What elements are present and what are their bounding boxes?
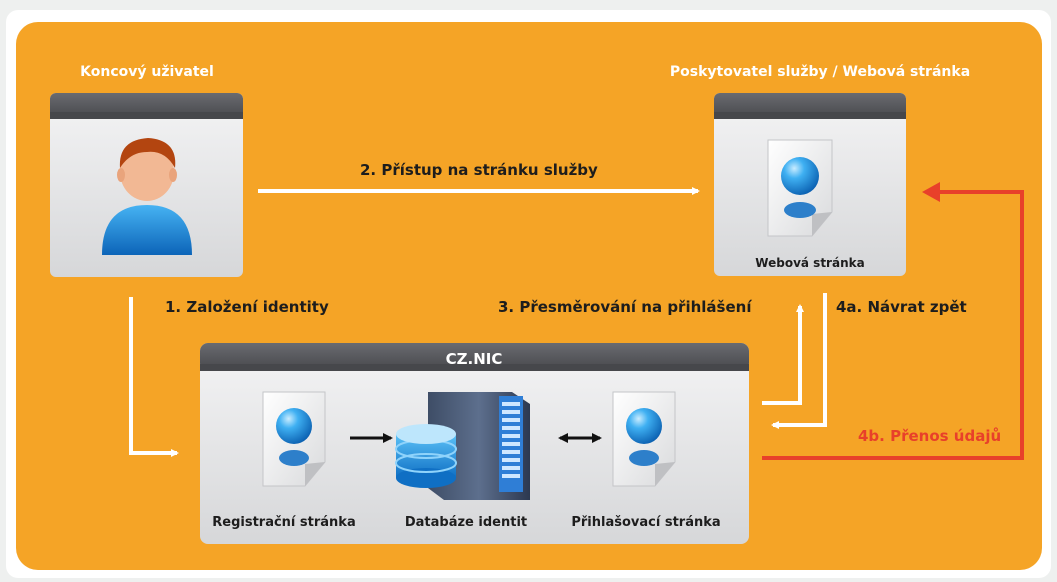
cznic-title: CZ.NIC <box>446 350 503 368</box>
registration-page-label: Registrační stránka <box>212 515 355 530</box>
step1-arrow <box>129 297 179 457</box>
step3-label: 3. Přesměrování na přihlášení <box>498 298 752 316</box>
database-server-icon <box>395 392 530 500</box>
step4b-arrowhead <box>922 182 940 202</box>
provider-window <box>714 93 906 276</box>
step2-label: 2. Přístup na stránku služby <box>360 161 598 179</box>
step3-arrow <box>762 304 804 405</box>
registration-page-icon <box>262 391 326 487</box>
end-user-window <box>50 93 243 277</box>
step1-label: 1. Založení identity <box>165 298 329 316</box>
end-user-label: Koncový uživatel <box>80 64 214 80</box>
provider-label: Poskytovatel služby / Webová stránka <box>670 64 970 80</box>
login-page-icon <box>612 391 676 487</box>
step4b-label: 4b. Přenos údajů <box>858 427 1001 445</box>
step4b-arrow <box>762 190 1024 460</box>
step4a-label: 4a. Návrat zpět <box>836 298 967 316</box>
login-page-label: Přihlašovací stránka <box>571 515 720 530</box>
provider-page-label: Webová stránka <box>755 256 864 270</box>
cznic-window <box>200 343 749 544</box>
identity-db-label: Databáze identit <box>405 515 527 530</box>
user-avatar-icon <box>102 138 192 255</box>
web-page-globe-icon <box>767 139 833 237</box>
step4a-arrow <box>771 293 827 429</box>
